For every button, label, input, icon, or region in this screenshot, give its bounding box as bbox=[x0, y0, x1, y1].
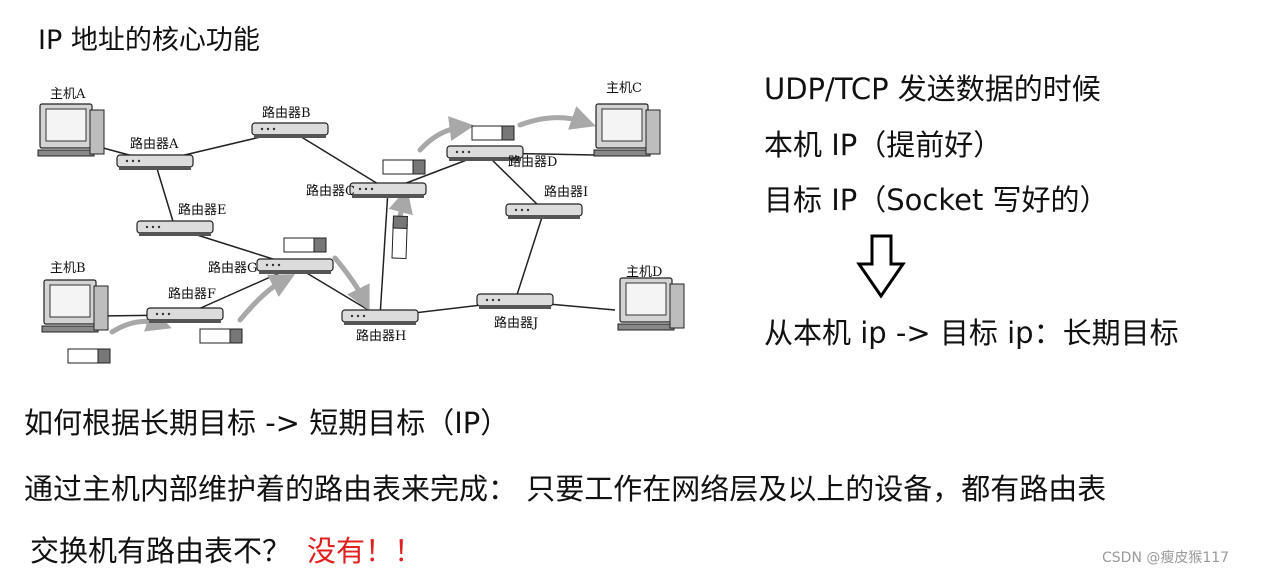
packet bbox=[283, 237, 327, 253]
host-a bbox=[37, 103, 105, 157]
router-i-label: 路由器I bbox=[544, 184, 588, 200]
switch-question-text: 交换机有路由表不？ bbox=[30, 534, 292, 568]
send-data-heading: UDP/TCP 发送数据的时候 bbox=[764, 72, 1101, 106]
watermark: CSDN @瘦皮猴117 bbox=[1102, 550, 1230, 566]
network-routing-diagram: 主机A 主机B 主机C 主机D 路由器A 路由器B 路由器C 路由器D 路由器E… bbox=[37, 81, 685, 364]
router-i bbox=[505, 203, 583, 220]
router-e bbox=[136, 220, 214, 237]
answer-text: 没有！！ bbox=[307, 534, 424, 568]
routing-table-explanation: 通过主机内部维护着的路由表来完成： 只要工作在网络层及以上的设备，都有路由表 bbox=[24, 472, 1107, 506]
host-b bbox=[41, 279, 109, 333]
long-term-goal-text: 从本机 ip -> 目标 ip：长期目标 bbox=[764, 316, 1179, 350]
router-c-label: 路由器C bbox=[306, 183, 355, 199]
router-a bbox=[116, 154, 194, 171]
host-c bbox=[593, 103, 661, 157]
packet bbox=[199, 328, 243, 344]
page-title: IP 地址的核心功能 bbox=[38, 25, 260, 56]
host-b-label: 主机B bbox=[50, 261, 86, 276]
packet bbox=[391, 215, 408, 259]
switch-question: 交换机有路由表不？ 没有！！ bbox=[30, 528, 423, 570]
router-j bbox=[476, 293, 554, 310]
router-e-label: 路由器E bbox=[178, 202, 227, 218]
question-text: 如何根据长期目标 -> 短期目标（IP） bbox=[24, 406, 510, 440]
router-f-label: 路由器F bbox=[168, 286, 216, 302]
router-h bbox=[341, 309, 419, 326]
router-j-label: 路由器J bbox=[494, 315, 538, 331]
network-links bbox=[91, 129, 616, 318]
host-d-label: 主机D bbox=[626, 265, 662, 280]
router-b bbox=[251, 122, 329, 139]
node-labels: 主机A 主机B 主机C 主机D 路由器A 路由器B 路由器C 路由器D 路由器E… bbox=[50, 81, 662, 344]
router-h-label: 路由器H bbox=[356, 328, 406, 344]
packet bbox=[471, 125, 515, 141]
router-g-label: 路由器G bbox=[208, 260, 257, 276]
router-b-label: 路由器B bbox=[262, 105, 311, 121]
router-d-label: 路由器D bbox=[508, 154, 557, 170]
local-ip-text: 本机 IP（提前好） bbox=[764, 128, 1003, 162]
target-ip-text: 目标 IP（Socket 写好的） bbox=[764, 183, 1109, 217]
host-d bbox=[617, 277, 685, 331]
router-c bbox=[349, 182, 427, 199]
host-c-label: 主机C bbox=[606, 81, 642, 96]
packet bbox=[382, 159, 426, 175]
packet bbox=[67, 348, 111, 364]
host-a-label: 主机A bbox=[50, 87, 86, 102]
router-f bbox=[146, 307, 224, 324]
router-a-label: 路由器A bbox=[130, 136, 179, 152]
router-g bbox=[256, 258, 334, 275]
